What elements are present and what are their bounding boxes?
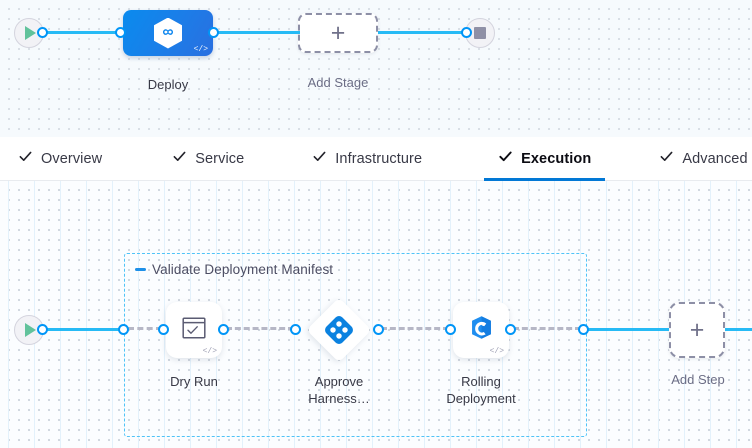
tab-overview-label: Overview xyxy=(41,150,103,167)
approval-input-port[interactable] xyxy=(290,324,301,335)
step-group-title: Validate Deployment Manifest xyxy=(152,262,334,277)
tab-infrastructure[interactable]: Infrastructure xyxy=(308,137,426,180)
pipeline-end-port[interactable] xyxy=(461,27,472,38)
stage-label-deploy: Deploy xyxy=(147,77,189,92)
play-triangle xyxy=(25,26,36,40)
dryrun-output-port[interactable] xyxy=(218,324,229,335)
tab-overview[interactable]: Overview xyxy=(14,137,106,180)
deploy-output-port[interactable] xyxy=(208,27,219,38)
step-label-approval: Approve Harness… xyxy=(308,374,370,406)
step-box[interactable]: </> xyxy=(166,302,222,358)
step-code-badge[interactable]: </> xyxy=(202,347,217,356)
add-step-node[interactable]: + xyxy=(669,302,725,358)
step-code-badge[interactable]: </> xyxy=(489,347,504,356)
add-step-button[interactable]: + xyxy=(669,302,725,358)
step-label-rolling-deployment: Rolling Deployment xyxy=(446,374,516,406)
link-group-to-addstep xyxy=(584,328,669,331)
link-rolling-to-groupout xyxy=(513,327,581,330)
play-triangle xyxy=(25,323,36,337)
link-start-to-group xyxy=(43,328,121,331)
tab-service-label: Service xyxy=(195,150,245,167)
execution-start-port[interactable] xyxy=(37,324,48,335)
add-stage-label: Add Stage xyxy=(307,75,369,90)
link-start-to-deploy xyxy=(43,31,120,34)
step-node-approval[interactable] xyxy=(306,297,372,363)
check-icon xyxy=(172,149,187,168)
approval-output-port[interactable] xyxy=(373,324,384,335)
stage-code-badge[interactable]: </> xyxy=(193,45,208,54)
link-addstage-to-end xyxy=(378,31,466,34)
stage-tab-bar: Overview Service Infrastructure Executio… xyxy=(0,137,752,181)
diamond-shape[interactable] xyxy=(306,297,372,363)
plus-icon: + xyxy=(330,18,346,47)
execution-canvas[interactable]: Validate Deployment Manifest </> Dry Run xyxy=(0,181,752,448)
pipeline-start-port[interactable] xyxy=(37,27,48,38)
harness-approval-icon xyxy=(308,299,370,361)
group-input-port[interactable] xyxy=(118,324,129,335)
minus-icon[interactable] xyxy=(135,268,146,271)
shell-script-check-icon xyxy=(182,316,206,344)
stop-square xyxy=(474,27,486,39)
add-stage-button[interactable]: + xyxy=(298,13,378,53)
check-icon xyxy=(18,149,33,168)
stage-canvas[interactable]: </> Deploy + Add Stage xyxy=(0,0,752,137)
tab-infrastructure-label: Infrastructure xyxy=(335,150,423,167)
plus-icon: + xyxy=(689,315,705,344)
link-addstep-trailing xyxy=(725,328,752,331)
step-label-dry-run: Dry Run xyxy=(170,374,218,389)
link-dryrun-to-approval xyxy=(226,327,294,330)
tab-execution-label: Execution xyxy=(521,150,592,167)
add-stage-node[interactable]: + xyxy=(298,13,378,53)
stage-pill[interactable]: </> xyxy=(123,10,213,56)
rolling-output-port[interactable] xyxy=(505,324,516,335)
tab-service[interactable]: Service xyxy=(168,137,248,180)
link-group-to-dryrun xyxy=(128,327,162,330)
harness-cd-hexagon-icon xyxy=(154,17,182,49)
check-icon xyxy=(498,149,513,168)
add-step-label: Add Step xyxy=(671,372,725,387)
check-icon xyxy=(312,149,327,168)
tab-advanced[interactable]: Advanced xyxy=(655,137,751,180)
stage-node-deploy[interactable]: </> xyxy=(123,10,213,56)
tab-advanced-label: Advanced xyxy=(682,150,748,167)
kubernetes-rolling-icon xyxy=(468,314,495,346)
rolling-input-port[interactable] xyxy=(445,324,456,335)
dryrun-input-port[interactable] xyxy=(158,324,169,335)
check-icon xyxy=(659,149,674,168)
step-box[interactable]: </> xyxy=(453,302,509,358)
step-node-dry-run[interactable]: </> xyxy=(166,302,222,358)
tab-execution[interactable]: Execution xyxy=(484,137,606,181)
deploy-input-port[interactable] xyxy=(115,27,126,38)
link-deploy-to-addstage xyxy=(214,31,300,34)
step-group-validate-deployment-manifest[interactable]: Validate Deployment Manifest xyxy=(124,253,587,437)
link-approval-to-rolling xyxy=(381,327,449,330)
step-group-header: Validate Deployment Manifest xyxy=(135,262,333,277)
group-output-port[interactable] xyxy=(578,324,589,335)
step-node-rolling-deployment[interactable]: </> xyxy=(453,302,509,358)
